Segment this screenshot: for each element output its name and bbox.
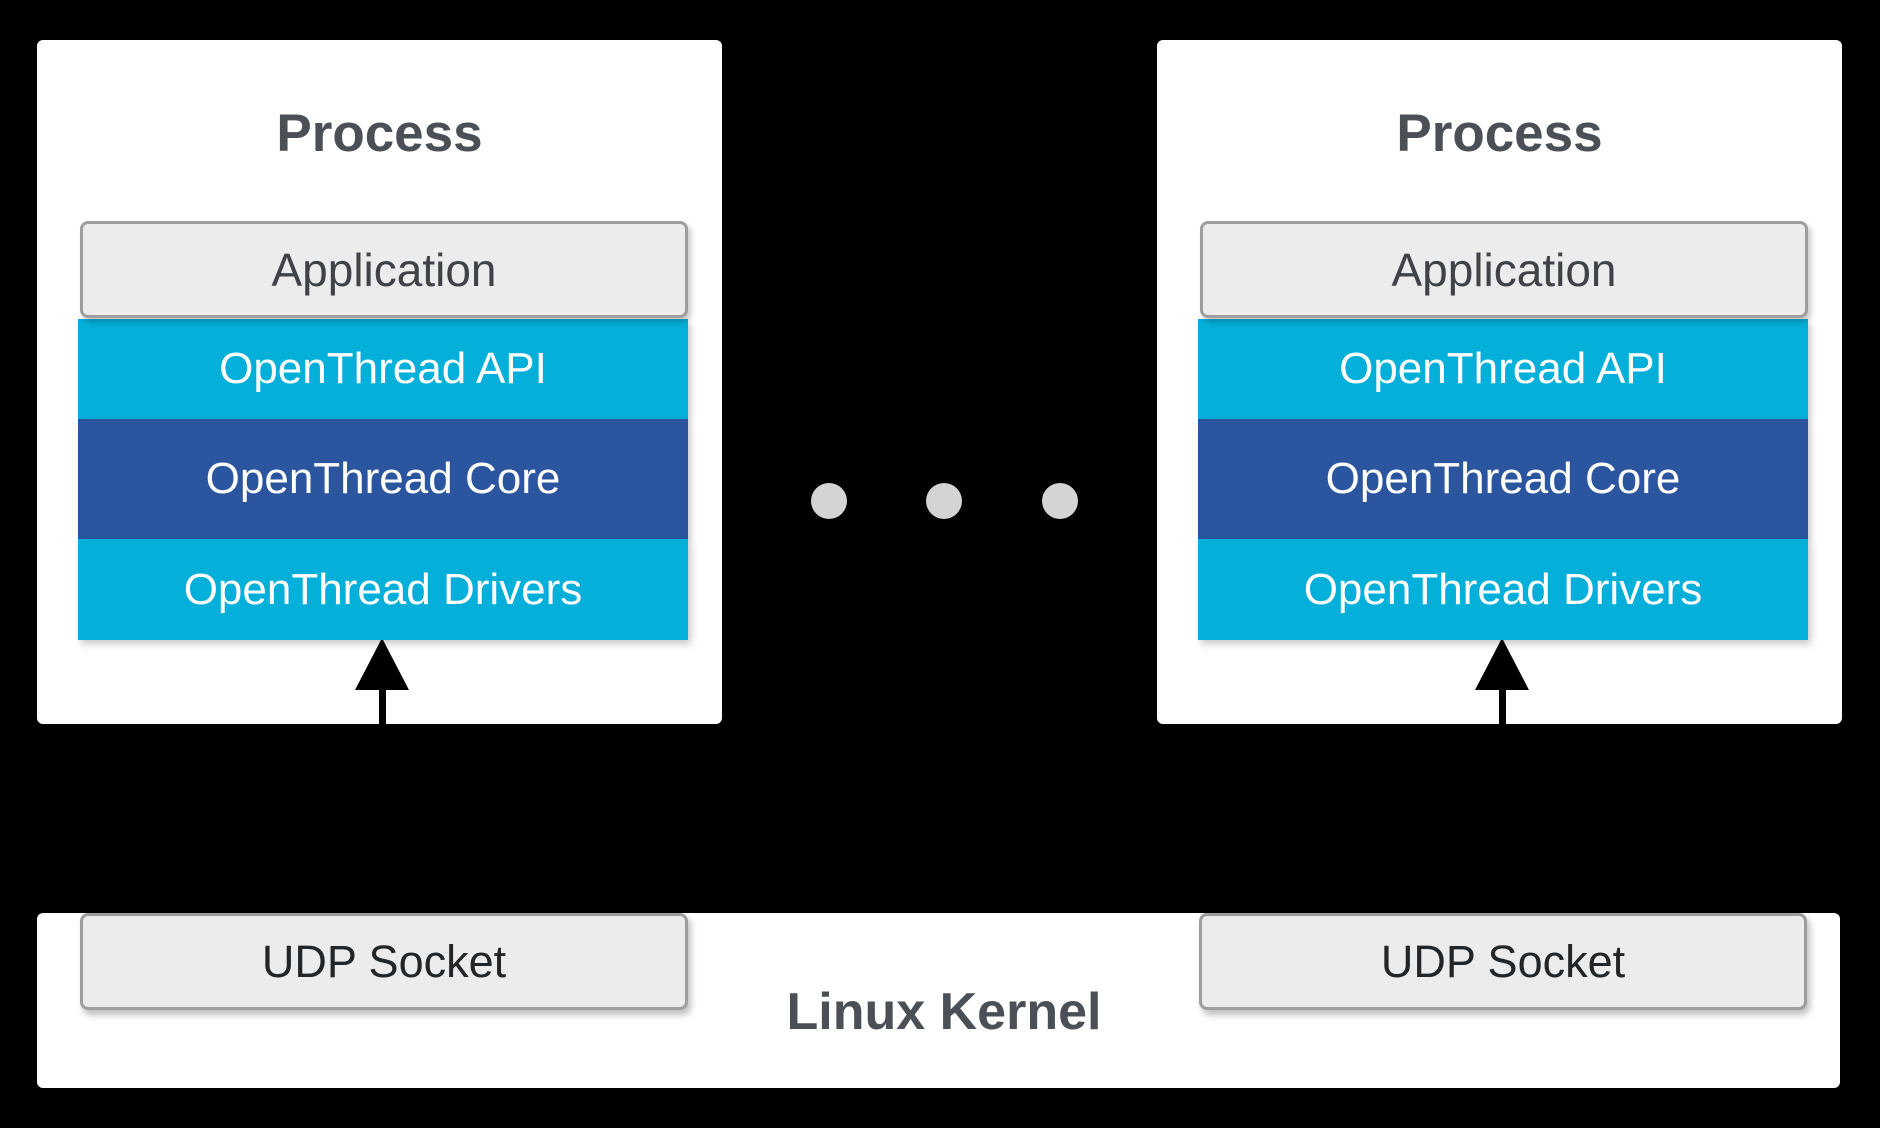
layer-left-openthread-drivers-label: OpenThread Drivers <box>183 564 583 614</box>
layer-left-application[interactable]: Application <box>80 221 688 318</box>
layer-left-openthread-api[interactable]: OpenThread API <box>78 319 688 419</box>
layer-left-application-label: Application <box>271 243 497 296</box>
udp-socket-right-label: UDP Socket <box>1380 936 1626 987</box>
arrow-right-head <box>1475 638 1529 690</box>
layer-right-openthread-core[interactable]: OpenThread Core <box>1198 419 1808 539</box>
layer-right-openthread-api[interactable]: OpenThread API <box>1198 319 1808 419</box>
udp-socket-left[interactable]: UDP Socket <box>80 913 688 1010</box>
ellipsis-dot-2 <box>926 483 962 519</box>
layer-right-application-label: Application <box>1391 243 1617 296</box>
layer-right-openthread-drivers[interactable]: OpenThread Drivers <box>1198 539 1808 640</box>
layer-left-openthread-api-label: OpenThread API <box>219 344 547 393</box>
kernel-title: Linux Kernel <box>786 983 1102 1041</box>
process-title-left: Process <box>276 104 483 163</box>
layer-left-openthread-drivers[interactable]: OpenThread Drivers <box>78 539 688 640</box>
layer-right-openthread-drivers-label: OpenThread Drivers <box>1303 564 1703 614</box>
layer-right-application[interactable]: Application <box>1200 221 1808 318</box>
ellipsis-dot-1 <box>811 483 847 519</box>
layer-right-openthread-api-label: OpenThread API <box>1339 344 1667 393</box>
arrow-right-shaft <box>1499 676 1506 724</box>
layer-left-openthread-core[interactable]: OpenThread Core <box>78 419 688 539</box>
layer-left-openthread-core-label: OpenThread Core <box>205 454 561 503</box>
ellipsis-dot-3 <box>1042 483 1078 519</box>
arrow-left-head <box>355 638 409 690</box>
process-title-right: Process <box>1396 104 1603 163</box>
udp-socket-right[interactable]: UDP Socket <box>1199 913 1807 1010</box>
layer-right-openthread-core-label: OpenThread Core <box>1325 454 1681 503</box>
udp-socket-left-label: UDP Socket <box>261 936 507 987</box>
arrow-left-shaft <box>379 676 386 724</box>
